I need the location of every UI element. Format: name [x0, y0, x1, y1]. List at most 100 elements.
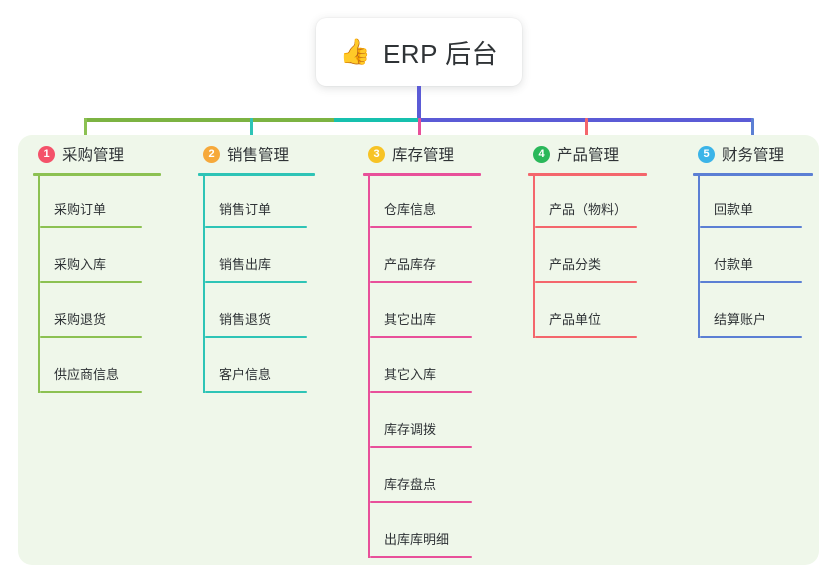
module-title: 产品管理 — [557, 147, 620, 164]
module-header-rule — [363, 173, 481, 176]
module-item-list: 销售订单销售出库销售退货客户信息 — [183, 173, 348, 393]
module-number-badge: 3 — [368, 145, 385, 163]
module-item-label: 回款单 — [714, 202, 754, 217]
module-item[interactable]: 产品（物料） — [513, 173, 678, 228]
module-item[interactable]: 其它出库 — [348, 283, 513, 338]
module-header[interactable]: 5 财务管理 — [678, 135, 839, 173]
module-item-label: 销售退货 — [219, 312, 272, 327]
module-item-rule — [205, 281, 307, 283]
module-item-label: 采购入库 — [54, 257, 107, 272]
module-item[interactable]: 产品单位 — [513, 283, 678, 338]
module-item-label: 出库库明细 — [384, 532, 450, 547]
module-item-rule — [40, 336, 142, 338]
module-item-rule — [700, 281, 802, 283]
module-number-badge: 2 — [203, 145, 220, 163]
module-item-label: 采购退货 — [54, 312, 107, 327]
module-item[interactable]: 销售出库 — [183, 228, 348, 283]
module-item-label: 供应商信息 — [54, 367, 120, 382]
root-title-card[interactable]: 👍 ERP 后台 — [316, 18, 522, 86]
module-title: 库存管理 — [392, 147, 455, 164]
module-header[interactable]: 3 库存管理 — [348, 135, 513, 173]
module-item[interactable]: 供应商信息 — [18, 338, 183, 393]
module-item[interactable]: 采购订单 — [18, 173, 183, 228]
module-number-badge: 1 — [38, 145, 55, 163]
module-item-label: 其它出库 — [384, 312, 437, 327]
module-item-rule — [370, 446, 472, 448]
page-title: ERP 后台 — [382, 38, 499, 69]
module-item[interactable]: 销售订单 — [183, 173, 348, 228]
module-item-rule — [370, 226, 472, 228]
module-item-label: 结算账户 — [714, 312, 767, 327]
module-item-label: 销售订单 — [219, 202, 272, 217]
module-header-rule — [198, 173, 315, 176]
module-item-rule — [370, 336, 472, 338]
module-header-rule — [33, 173, 161, 176]
module-item[interactable]: 产品分类 — [513, 228, 678, 283]
thumbs-up-icon: 👍 — [339, 37, 371, 66]
module-item[interactable]: 采购退货 — [18, 283, 183, 338]
module-header[interactable]: 4 产品管理 — [513, 135, 678, 173]
module-item-rule — [370, 501, 472, 503]
module-item-label: 产品分类 — [549, 257, 602, 272]
module-item-list: 回款单付款单结算账户 — [678, 173, 839, 338]
module-item[interactable]: 采购入库 — [18, 228, 183, 283]
module-item[interactable]: 其它入库 — [348, 338, 513, 393]
module-header-rule — [528, 173, 647, 176]
module-item-label: 客户信息 — [219, 367, 272, 382]
module-number-badge: 5 — [698, 145, 715, 163]
module-item-list: 采购订单采购入库采购退货供应商信息 — [18, 173, 183, 393]
module-title: 财务管理 — [722, 147, 785, 164]
module-item-rule — [700, 336, 802, 338]
module-item-label: 销售出库 — [219, 257, 272, 272]
module-item-rule — [370, 281, 472, 283]
module-item-rule — [700, 226, 802, 228]
module-item-label: 库存盘点 — [384, 477, 437, 492]
module-item-label: 产品单位 — [549, 312, 602, 327]
module-column-产品管理: 4 产品管理产品（物料） 产品分类产品单位 — [513, 135, 678, 338]
module-item-label: 仓库信息 — [384, 202, 437, 217]
module-item-rule — [40, 391, 142, 393]
module-spine — [698, 173, 700, 338]
module-item-rule — [205, 226, 307, 228]
connector-drop-2 — [250, 118, 253, 146]
module-item-label: 其它入库 — [384, 367, 437, 382]
module-item[interactable]: 销售退货 — [183, 283, 348, 338]
module-item[interactable]: 结算账户 — [678, 283, 839, 338]
connector-drop-4 — [585, 118, 588, 146]
module-item-rule — [535, 336, 637, 338]
module-item-rule — [535, 226, 637, 228]
module-item[interactable]: 付款单 — [678, 228, 839, 283]
connector-drop-5 — [751, 118, 754, 146]
module-spine — [533, 173, 535, 338]
module-item-label: 产品（物料） — [549, 202, 628, 217]
module-item-rule — [205, 391, 307, 393]
module-item[interactable]: 库存调拨 — [348, 393, 513, 448]
module-number-badge: 4 — [533, 145, 550, 163]
module-item-label: 付款单 — [714, 257, 754, 272]
module-item[interactable]: 产品库存 — [348, 228, 513, 283]
module-item-list: 仓库信息产品库存其它出库其它入库库存调拨库存盘点出库库明细 — [348, 173, 513, 558]
module-item[interactable]: 库存盘点 — [348, 448, 513, 503]
module-item[interactable]: 出库库明细 — [348, 503, 513, 558]
module-item-label: 产品库存 — [384, 257, 437, 272]
module-column-财务管理: 5 财务管理回款单付款单结算账户 — [678, 135, 839, 338]
module-column-销售管理: 2 销售管理销售订单销售出库销售退货客户信息 — [183, 135, 348, 393]
connector-drop-1 — [84, 118, 87, 146]
module-header-rule — [693, 173, 813, 176]
module-title: 销售管理 — [227, 147, 290, 164]
module-item[interactable]: 回款单 — [678, 173, 839, 228]
module-item-rule — [205, 336, 307, 338]
module-item-rule — [40, 281, 142, 283]
module-item-label: 库存调拨 — [384, 422, 437, 437]
module-header[interactable]: 2 销售管理 — [183, 135, 348, 173]
module-spine — [38, 173, 40, 393]
module-item[interactable]: 客户信息 — [183, 338, 348, 393]
module-item[interactable]: 仓库信息 — [348, 173, 513, 228]
module-column-库存管理: 3 库存管理仓库信息产品库存其它出库其它入库库存调拨库存盘点出库库明细 — [348, 135, 513, 558]
module-item-rule — [370, 391, 472, 393]
module-item-rule — [40, 226, 142, 228]
module-spine — [203, 173, 205, 393]
